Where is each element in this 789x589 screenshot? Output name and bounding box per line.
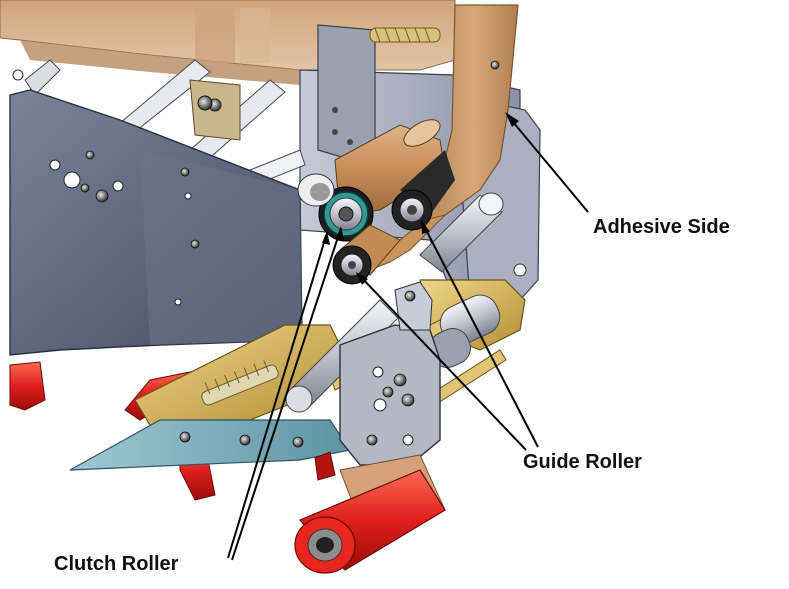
clutch-leader-2 xyxy=(227,235,327,559)
clutch-arrowhead-1 xyxy=(336,226,344,240)
bronze-bracket xyxy=(189,79,241,141)
leader-lines xyxy=(227,115,589,561)
adhesive-arrowhead xyxy=(505,112,519,127)
spacer-disc xyxy=(297,173,335,207)
clutch-roller-label: Clutch Roller xyxy=(54,553,179,575)
guide-roller-label: Guide Roller xyxy=(523,451,642,473)
guide-leader-1 xyxy=(422,223,539,448)
leader-arrowheads xyxy=(322,112,519,285)
cutter-blade xyxy=(69,419,351,471)
guide-roller-upper xyxy=(391,150,455,231)
adhesive-side-label: Adhesive Side xyxy=(593,216,730,238)
clutch-leader-1 xyxy=(231,230,341,561)
guide-arrowhead-1 xyxy=(421,219,430,234)
left-side-plate xyxy=(9,89,303,356)
clutch-roller xyxy=(318,186,374,242)
clutch-arrowhead-2 xyxy=(322,231,330,245)
bottom-pressure-roller xyxy=(294,451,446,574)
adhesive-leader xyxy=(507,115,589,213)
guide-leader-2 xyxy=(359,275,527,451)
guide-roller-lower xyxy=(332,224,401,285)
top-hardware xyxy=(12,60,500,111)
top-spring xyxy=(369,27,441,43)
roller-bracket xyxy=(317,24,376,159)
lower-bracket-plate xyxy=(339,281,441,466)
guide-arrowhead-2 xyxy=(356,272,368,285)
